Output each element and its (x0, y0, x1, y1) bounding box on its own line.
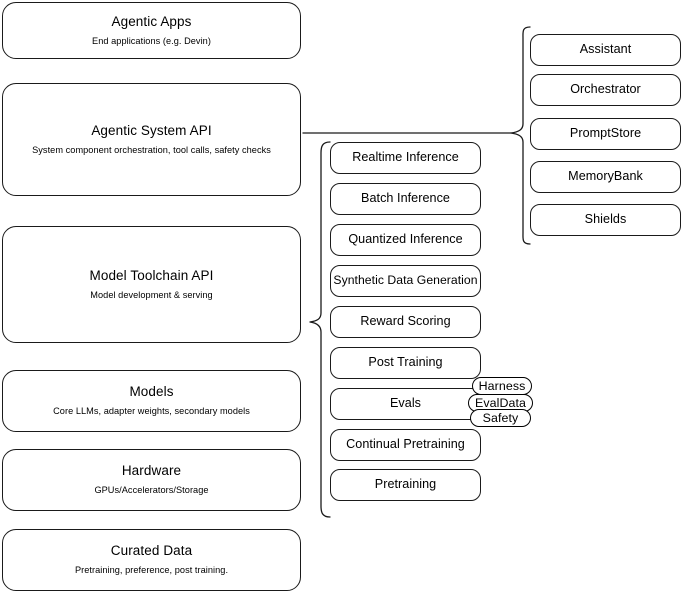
right-brace (510, 26, 531, 245)
capability-post-training[interactable]: Post Training (330, 347, 481, 379)
middle-brace (309, 141, 331, 518)
evals-badge-label: Safety (482, 410, 519, 425)
component-label: Assistant (579, 42, 632, 57)
capability-label: Realtime Inference (352, 150, 459, 165)
component-promptstore[interactable]: PromptStore (530, 118, 681, 150)
capability-batch-inference[interactable]: Batch Inference (330, 183, 481, 215)
component-orchestrator[interactable]: Orchestrator (530, 74, 681, 106)
layer-agentic-apps[interactable]: Agentic Apps End applications (e.g. Devi… (2, 2, 301, 59)
component-shields[interactable]: Shields (530, 204, 681, 236)
layer-subtitle: System component orchestration, tool cal… (32, 144, 271, 155)
layer-curated-data[interactable]: Curated Data Pretraining, preference, po… (2, 529, 301, 591)
capability-label: Continual Pretraining (346, 437, 465, 452)
evals-badge-label: Harness (478, 378, 526, 393)
capability-quantized-inference[interactable]: Quantized Inference (330, 224, 481, 256)
layer-subtitle: End applications (e.g. Devin) (92, 35, 211, 46)
capability-label: Reward Scoring (360, 314, 451, 329)
capability-label: Evals (389, 396, 422, 411)
layer-title: Agentic Apps (111, 13, 192, 29)
component-label: PromptStore (569, 126, 642, 141)
capability-evals[interactable]: Evals (330, 388, 481, 420)
component-label: MemoryBank (568, 169, 643, 184)
layer-subtitle: Model development & serving (90, 289, 213, 300)
component-label: Shields (584, 212, 627, 227)
layer-title: Models (129, 384, 174, 400)
evals-badge-harness[interactable]: Harness (472, 377, 532, 395)
layer-subtitle: Pretraining, preference, post training. (74, 565, 229, 576)
capability-pretraining[interactable]: Pretraining (330, 469, 481, 501)
layer-title: Curated Data (110, 543, 193, 559)
layer-title: Agentic System API (91, 122, 212, 138)
capability-synthetic-data-generation[interactable]: Synthetic Data Generation (330, 265, 481, 297)
layer-subtitle: GPUs/Accelerators/Storage (94, 485, 209, 496)
capability-realtime-inference[interactable]: Realtime Inference (330, 142, 481, 174)
layer-models[interactable]: Models Core LLMs, adapter weights, secon… (2, 370, 301, 432)
capability-label: Quantized Inference (348, 232, 463, 247)
layer-model-toolchain-api[interactable]: Model Toolchain API Model development & … (2, 226, 301, 343)
layer-hardware[interactable]: Hardware GPUs/Accelerators/Storage (2, 449, 301, 511)
evals-badge-label: EvalData (474, 395, 527, 410)
capability-label: Synthetic Data Generation (333, 273, 478, 288)
capability-continual-pretraining[interactable]: Continual Pretraining (330, 429, 481, 461)
evals-badge-safety[interactable]: Safety (470, 409, 531, 427)
component-assistant[interactable]: Assistant (530, 34, 681, 66)
layer-title: Hardware (121, 463, 182, 479)
capability-reward-scoring[interactable]: Reward Scoring (330, 306, 481, 338)
capability-label: Pretraining (374, 477, 437, 492)
layer-title: Model Toolchain API (89, 267, 214, 283)
capability-label: Post Training (368, 355, 443, 370)
layer-subtitle: Core LLMs, adapter weights, secondary mo… (53, 406, 250, 417)
layer-agentic-system-api[interactable]: Agentic System API System component orch… (2, 83, 301, 196)
component-label: Orchestrator (570, 82, 641, 97)
capability-label: Batch Inference (361, 191, 450, 206)
component-memorybank[interactable]: MemoryBank (530, 161, 681, 193)
